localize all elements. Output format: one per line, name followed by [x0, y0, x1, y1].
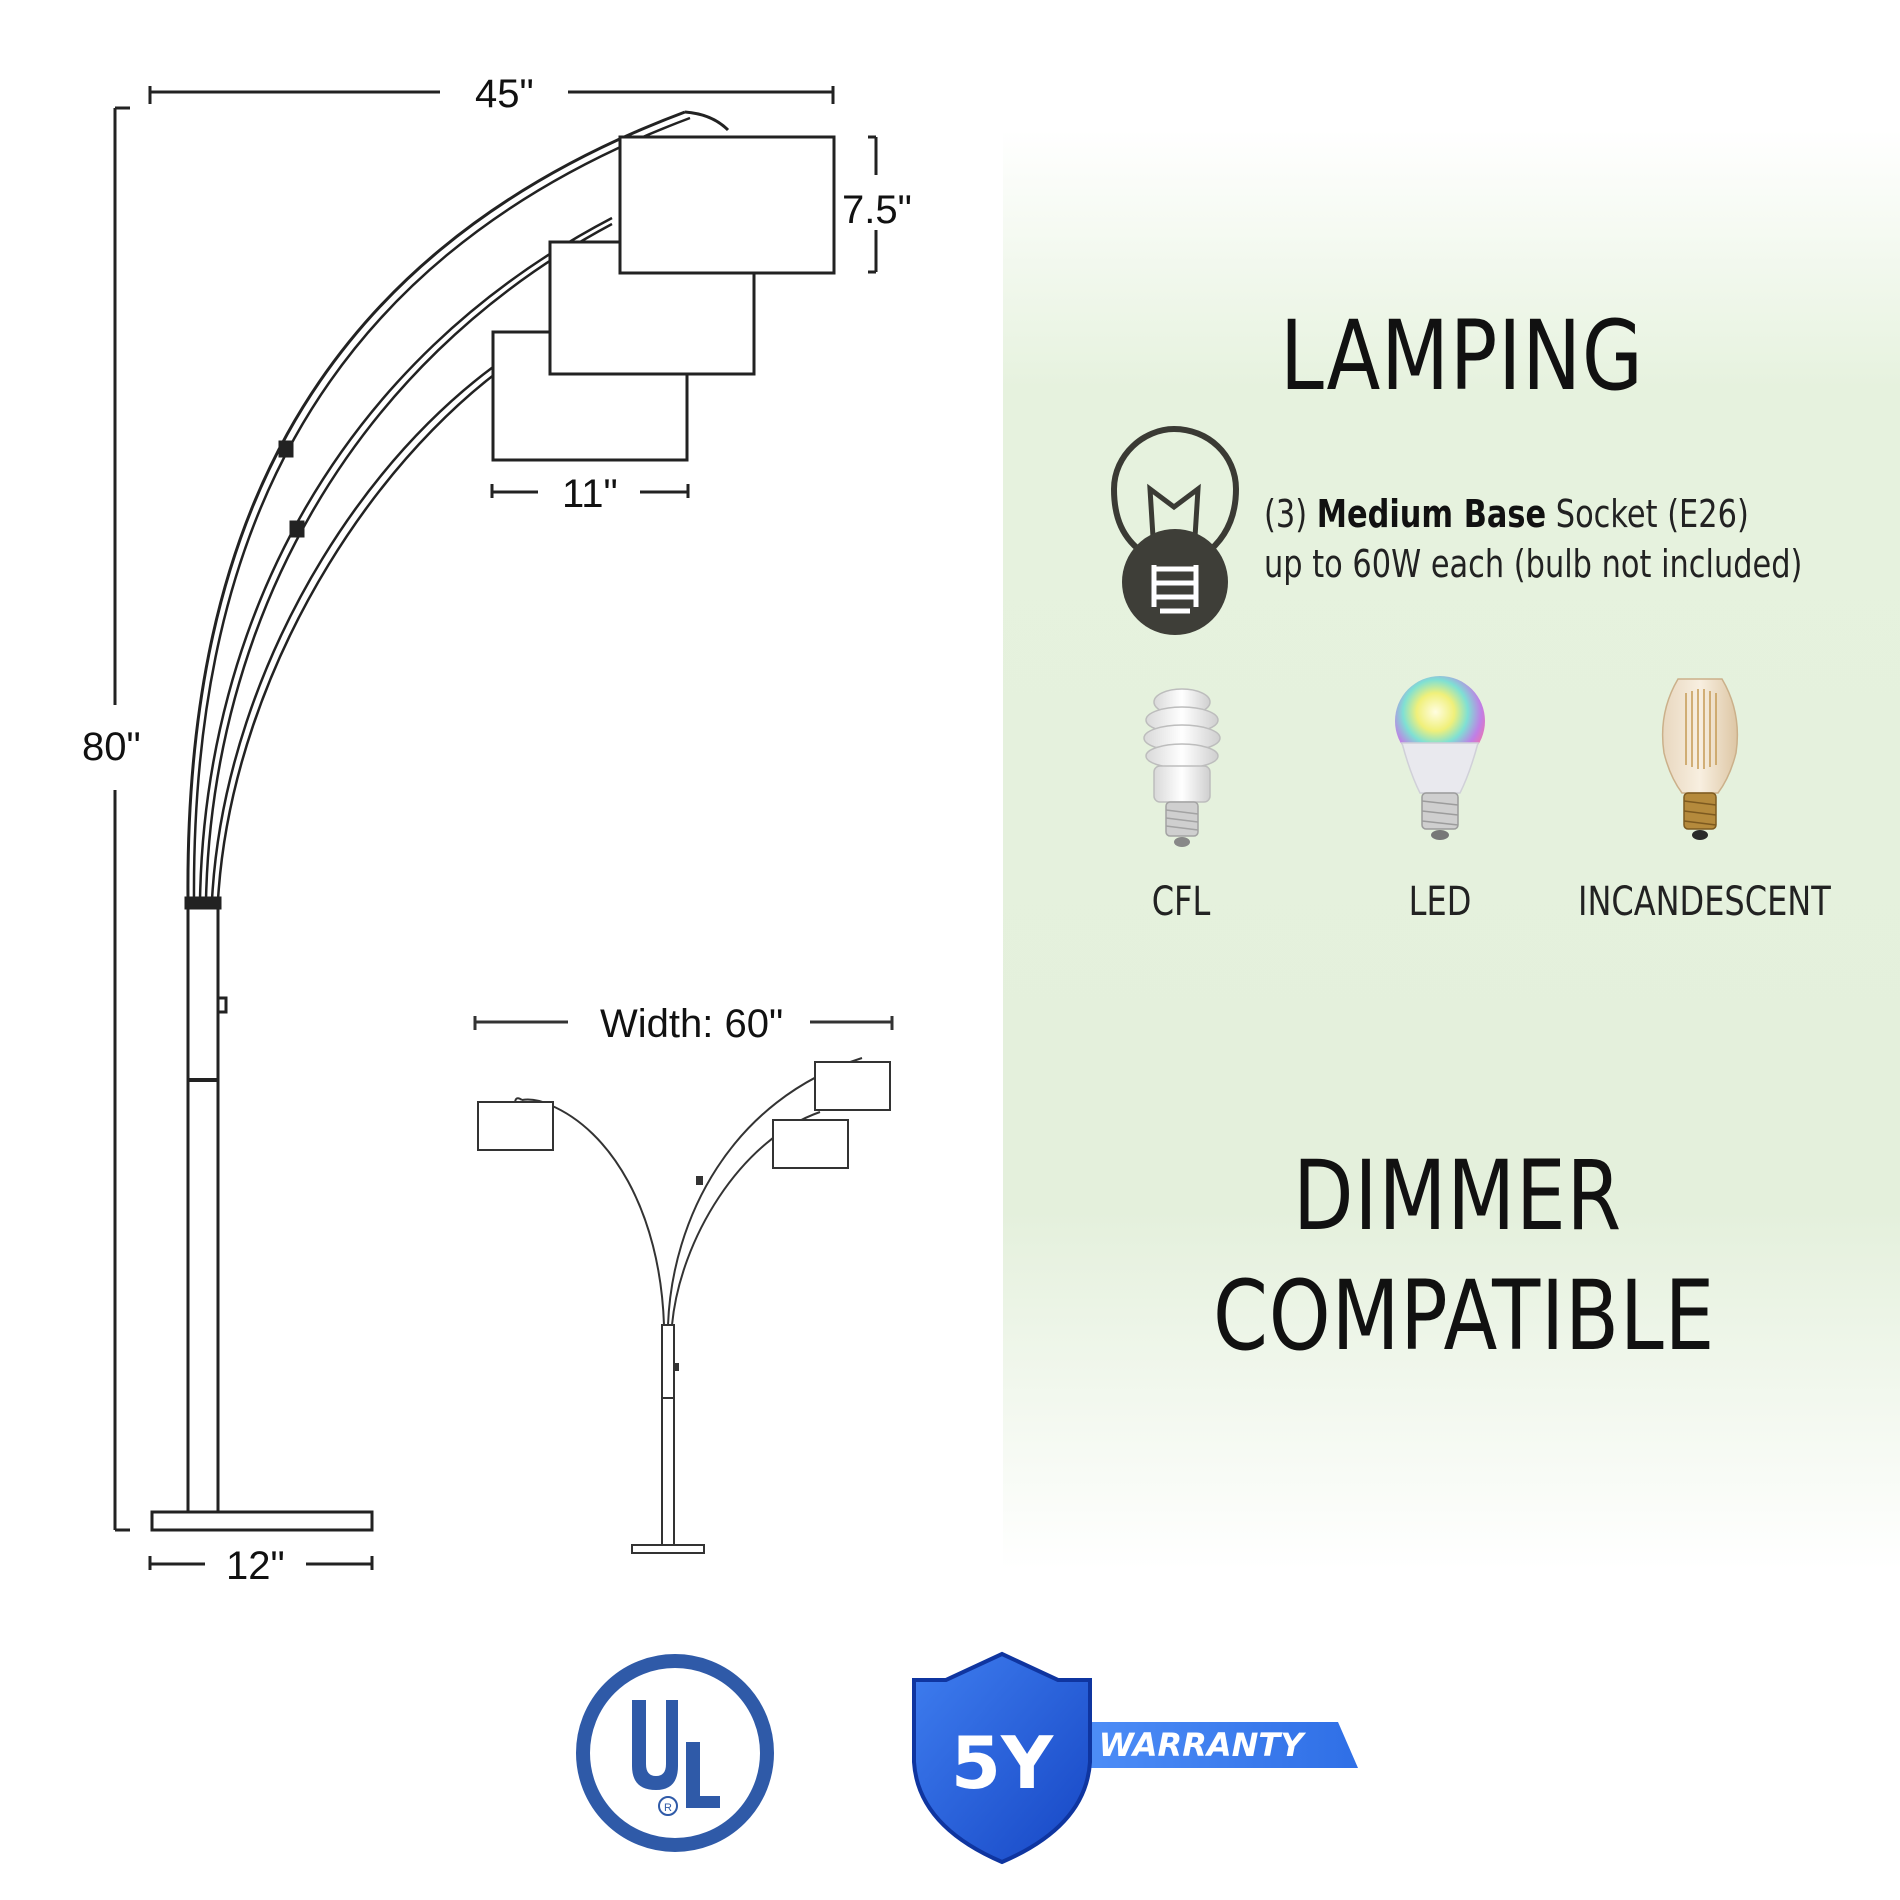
bulb-label-incandescent: INCANDESCENT	[1578, 879, 1831, 925]
led-bulb-icon	[1395, 676, 1485, 840]
ul-certification-logo: R	[576, 1654, 774, 1852]
spread-width-label: Width: 60"	[600, 1002, 784, 1046]
top-width-label: 45"	[475, 72, 534, 116]
shade-width-label: 11"	[562, 472, 618, 516]
base-width-label: 12"	[226, 1544, 285, 1588]
shade-height-label: 7.5"	[842, 188, 912, 232]
svg-text:R: R	[664, 1802, 672, 1814]
bulb-label-led: LED	[1408, 879, 1472, 925]
socket-spec-line: (3) Medium Base Socket (E26)	[1264, 495, 1749, 533]
socket-base-type: Medium Base	[1316, 492, 1547, 536]
socket-count: (3)	[1264, 492, 1308, 536]
cfl-bulb-icon	[1143, 688, 1221, 847]
warranty-label: WARRANTY	[1099, 1726, 1307, 1764]
lightbulb-icon	[1110, 425, 1240, 635]
warranty-badge: 5Y WARRANTY	[912, 1651, 1358, 1865]
socket-type: Socket (E26)	[1555, 492, 1749, 536]
lamp-height-label: 80"	[82, 725, 141, 769]
wattage-spec-line: up to 60W each (bulb not included)	[1264, 542, 1803, 586]
lamping-heading: LAMPING	[1280, 300, 1644, 412]
lamp-front-diagram	[473, 1016, 894, 1554]
incandescent-bulb-icon	[1661, 678, 1739, 840]
warranty-years: 5Y	[951, 1721, 1054, 1805]
bulb-label-cfl: CFL	[1151, 879, 1211, 925]
lamp-side-diagram	[113, 86, 878, 1570]
dimmer-heading-line1: DIMMER	[1293, 1140, 1623, 1252]
spec-panel-background	[1003, 130, 1900, 1570]
dimmer-heading-line2: COMPATIBLE	[1213, 1260, 1716, 1372]
